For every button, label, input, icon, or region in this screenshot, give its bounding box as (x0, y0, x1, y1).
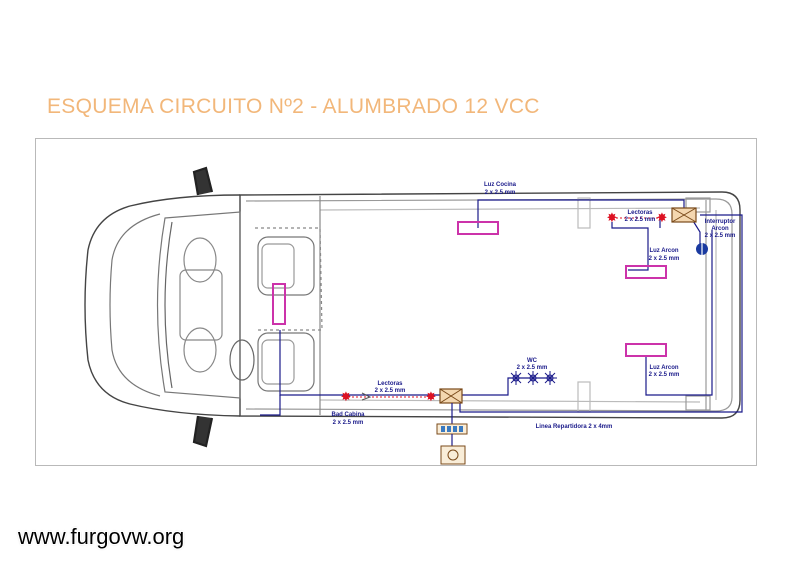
van-outline (84, 166, 741, 448)
junction-box-rear (671, 207, 697, 223)
star-icon: ✸ (426, 390, 437, 405)
label-interruptor-wire: 2 x 2.5 mm (705, 233, 736, 239)
luz-cocina-lamp (457, 221, 499, 235)
star-icon: ✸ (607, 211, 618, 226)
label-luz-cocina-wire: 2 x 2.5 mm (485, 190, 516, 196)
label-lectoras-top: Lectoras (627, 210, 653, 216)
diagram-title: ESQUEMA CIRCUITO Nº2 - ALUMBRADO 12 VCC (47, 95, 540, 118)
label-wc: WC (527, 358, 538, 364)
wiring (260, 199, 743, 416)
label-luz-arcon-bottom-wire: 2 x 2.5 mm (649, 372, 680, 378)
lectora-star-icons: ✸ ✸ ✸ ✸ (341, 211, 668, 405)
label-lectoras-bottom-wire: 2 x 2.5 mm (375, 388, 406, 394)
luz-arcon-bottom-lamp (625, 343, 667, 357)
star-icon: ✸ (657, 211, 668, 226)
diagram-labels: Luz Cocina 2 x 2.5 mm Lectoras 2 x 2.5 m… (331, 182, 736, 430)
label-luz-arcon-bottom: Luz Arcon (649, 365, 678, 371)
label-lectoras-bottom: Lectoras (377, 381, 403, 387)
label-luz-arcon-top-wire: 2 x 2.5 mm (649, 256, 680, 262)
lamp-icon (361, 392, 372, 401)
label-lectoras-top-wire: 2 x 2.5 mm (625, 217, 656, 223)
star-icon: ✸ (341, 390, 352, 405)
label-wc-wire: 2 x 2.5 mm (517, 365, 548, 371)
cabina-lamp (272, 283, 286, 325)
label-bad-cabina-wire: 2 x 2.5 mm (333, 420, 364, 426)
label-interruptor: Interruptor (705, 219, 736, 225)
battery-icon (440, 445, 466, 465)
label-arcon: Arcon (711, 226, 729, 232)
junction-box-front (439, 388, 463, 404)
wc-light-icons (509, 371, 557, 385)
label-luz-cocina: Luz Cocina (484, 182, 517, 188)
watermark: www.furgovw.org (18, 524, 185, 549)
label-bad-cabina: Bad Cabina (331, 412, 365, 418)
luz-arcon-top-lamp (625, 265, 667, 279)
label-linea-repartidora: Linea Repartidora 2 x 4mm (536, 424, 613, 430)
label-luz-arcon-top: Luz Arcon (649, 248, 678, 254)
fuse-box (436, 403, 468, 446)
